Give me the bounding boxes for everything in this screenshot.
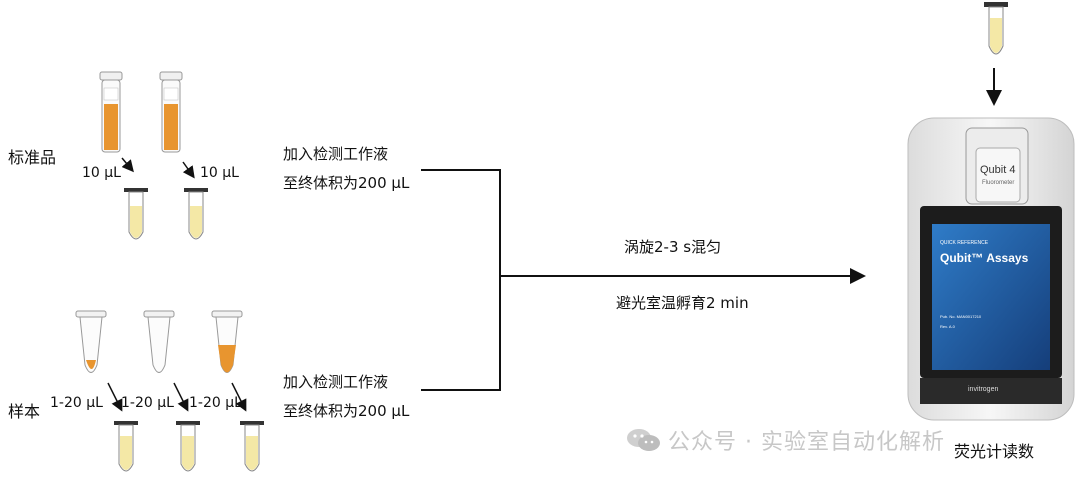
sample-volume-3: 1-20 μL: [189, 395, 242, 411]
assay-tube-std-2: [184, 188, 208, 240]
sample-tube-2: [143, 310, 175, 373]
sample-tube-1: [75, 310, 107, 373]
sample-volume-1: 1-20 μL: [50, 395, 103, 411]
assay-tube-s-3: [240, 421, 264, 472]
merge-bracket: [421, 169, 501, 391]
screen-rev: Rev. A.0: [940, 324, 955, 329]
std-arrow-right: [182, 161, 195, 179]
std-volume-left: 10 μL: [82, 165, 121, 181]
assay-tube-s-1: [114, 421, 138, 472]
sample-label: 样本: [8, 402, 41, 421]
bottom-step-line2: 至终体积为200 μL: [283, 402, 410, 420]
instrument-brand: invitrogen: [968, 386, 999, 393]
std-arrow-left: [121, 157, 134, 173]
watermark-text: 公众号 · 实验室自动化解析: [668, 430, 945, 455]
assay-tube-s-2: [176, 421, 200, 472]
insert-tube: [984, 2, 1008, 55]
top-step-line2: 至终体积为200 μL: [283, 174, 410, 192]
sample-arrow-1: [107, 382, 123, 412]
std-volume-right: 10 μL: [200, 165, 239, 181]
bottom-step-line1: 加入检测工作液: [283, 373, 389, 391]
sample-arrow-2: [173, 382, 189, 412]
instrument-name: Qubit 4: [980, 164, 1016, 176]
screen-quick-ref: QUICK REFERENCE: [940, 240, 989, 246]
wechat-icon: [627, 429, 660, 451]
mix-step: 涡旋2-3 s混匀: [624, 238, 722, 256]
incubate-step: 避光室温孵育2 min: [616, 294, 749, 312]
qubit-fluorometer: [907, 117, 1075, 421]
standard-tube-right: [159, 71, 183, 153]
read-step: 荧光计读数: [954, 442, 1035, 461]
standard-tube-left: [99, 71, 123, 153]
instrument-sub: Fluorometer: [982, 180, 1015, 186]
top-step-line1: 加入检测工作液: [283, 145, 389, 163]
watermark: 公众号 · 实验室自动化解析: [626, 424, 945, 456]
assay-tube-std-1: [124, 188, 148, 240]
sample-volume-2: 1-20 μL: [121, 395, 174, 411]
sample-arrow-3: [231, 382, 247, 412]
sample-tube-3: [211, 310, 243, 373]
standard-label: 标准品: [8, 148, 57, 167]
screen-pub-no: Pub. No. MAN0017210: [940, 314, 982, 319]
screen-title: Qubit™ Assays: [940, 251, 1029, 265]
